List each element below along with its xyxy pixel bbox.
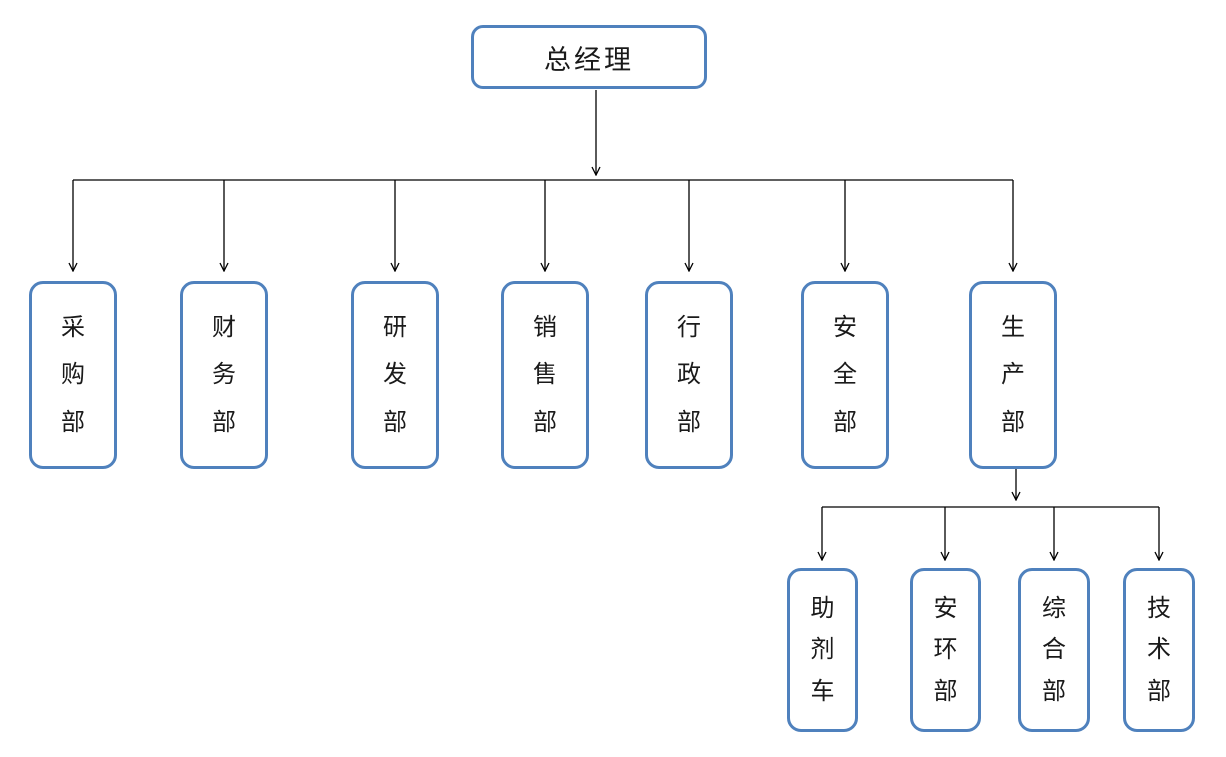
org-node-technical: 技术部 <box>1123 568 1195 732</box>
org-node-safety: 安全部 <box>801 281 889 469</box>
org-node-production: 生产部 <box>969 281 1057 469</box>
org-node-purchasing: 采购部 <box>29 281 117 469</box>
org-node-general-affairs: 综合部 <box>1018 568 1090 732</box>
org-node-general-manager: 总经理 <box>471 25 707 89</box>
org-node-safety-environment: 安环部 <box>910 568 981 732</box>
org-node-rnd: 研发部 <box>351 281 439 469</box>
org-node-additive-workshop: 助剂车 <box>787 568 858 732</box>
org-node-admin: 行政部 <box>645 281 733 469</box>
org-node-sales: 销售部 <box>501 281 589 469</box>
org-node-finance: 财务部 <box>180 281 268 469</box>
